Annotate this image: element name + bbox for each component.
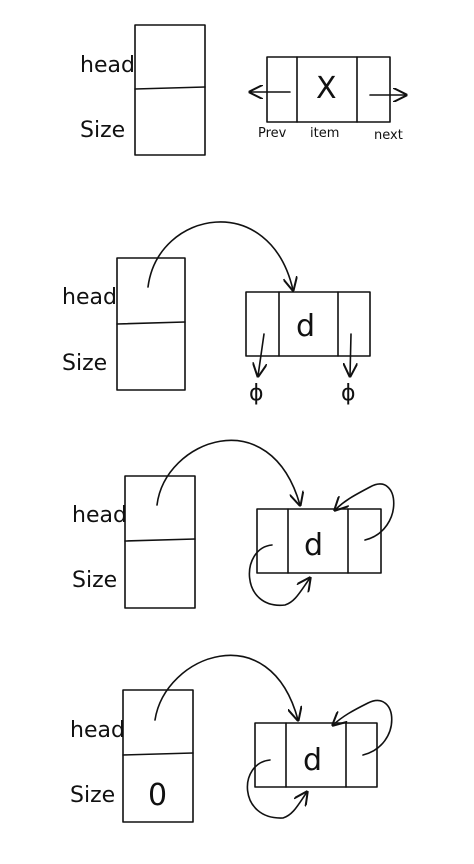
step4-panel: head Size 0 d <box>70 654 393 823</box>
list-struct-divider <box>122 752 194 756</box>
node-box <box>254 722 378 788</box>
next-self-loop-arrow <box>335 483 395 541</box>
legend-panel: head Size X Prev item next <box>80 24 406 156</box>
step3-panel: head Size d <box>72 439 395 609</box>
head-label: head <box>62 285 117 310</box>
node-box <box>245 291 371 357</box>
prev-self-loop-arrow <box>248 544 310 606</box>
node-box <box>266 56 391 123</box>
prev-self-loop-arrow <box>246 759 307 819</box>
list-struct-divider <box>124 538 196 542</box>
list-struct-box <box>122 689 194 823</box>
list-struct-box <box>134 24 206 156</box>
node-box <box>256 508 382 574</box>
head-pointer-arrow <box>154 654 298 720</box>
item-label: item <box>310 126 339 141</box>
prev-null-arrow <box>258 333 264 376</box>
next-self-loop-arrow <box>333 699 393 756</box>
node-item: X <box>316 71 337 106</box>
head-pointer-arrow <box>147 221 293 290</box>
list-struct-box <box>124 475 196 609</box>
node-item: d <box>296 309 315 344</box>
head-label: head <box>80 53 135 78</box>
prev-label: Prev <box>258 126 287 141</box>
size-label: Size <box>80 118 125 143</box>
list-struct-divider <box>116 321 186 325</box>
next-label: next <box>374 128 403 143</box>
prev-null-symbol: ϕ <box>249 381 264 406</box>
head-pointer-arrow <box>156 439 300 505</box>
list-struct-divider <box>134 86 206 90</box>
step2-panel: head Size d ϕ ϕ <box>62 221 371 406</box>
node-item: d <box>303 743 322 778</box>
head-label: head <box>70 718 125 743</box>
size-label: Size <box>72 568 117 593</box>
node-item: d <box>304 528 323 563</box>
next-null-symbol: ϕ <box>341 381 356 406</box>
head-label: head <box>72 503 127 528</box>
size-label: Size <box>62 351 107 376</box>
size-label: Size <box>70 783 115 808</box>
size-value: 0 <box>148 778 167 813</box>
next-null-arrow <box>350 333 351 376</box>
